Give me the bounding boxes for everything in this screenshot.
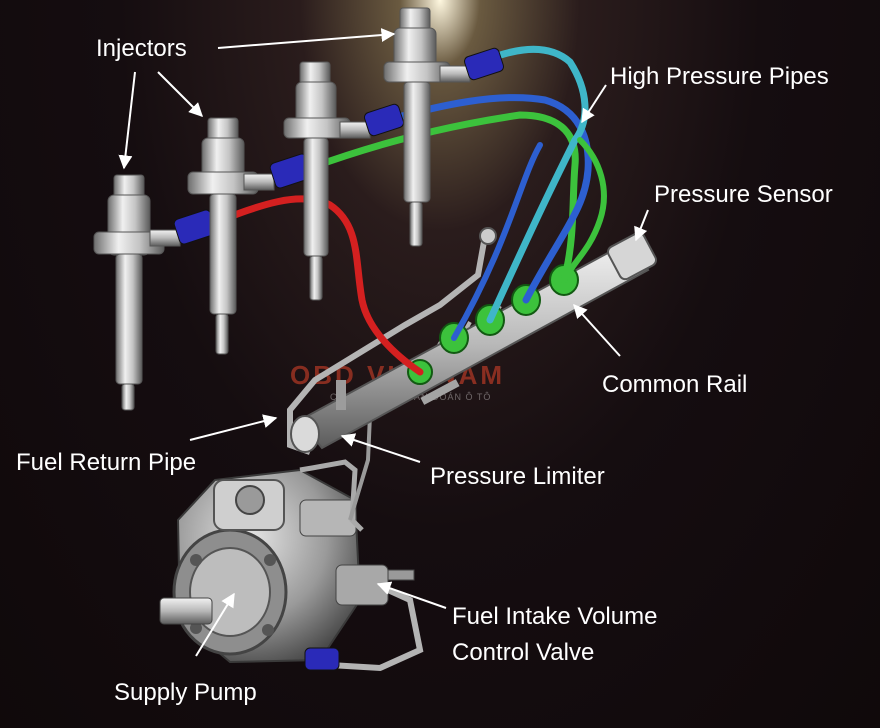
arrow-supply-pump <box>195 592 235 657</box>
injector-1 <box>93 174 217 411</box>
arrow-injectors-left <box>118 71 136 170</box>
label-pressure-limiter: Pressure Limiter <box>430 463 605 490</box>
label-fuel-return-pipe: Fuel Return Pipe <box>16 449 196 476</box>
injector-3 <box>283 61 405 301</box>
common-rail <box>290 231 657 453</box>
label-injectors: Injectors <box>96 35 187 62</box>
label-pressure-sensor: Pressure Sensor <box>654 181 833 208</box>
injector-2 <box>187 117 313 355</box>
injector-4 <box>383 7 505 247</box>
label-high-pressure-pipes: High Pressure Pipes <box>610 63 829 90</box>
arrow-high-pressure-pipes <box>581 84 607 124</box>
supply-pump <box>159 468 415 664</box>
pump-lines <box>299 414 424 672</box>
arrow-injectors-top <box>217 28 396 49</box>
arrow-common-rail <box>573 303 621 357</box>
arrow-pressure-sensor <box>634 209 649 242</box>
arrow-fuel-return-pipe <box>189 414 278 441</box>
arrow-pressure-limiter <box>340 433 421 463</box>
label-common-rail: Common Rail <box>602 371 747 398</box>
arrow-fuel-intake-valve <box>376 581 447 609</box>
labels: Injectors High Pressure Pipes Pressure S… <box>16 35 833 706</box>
arrow-injectors-mid <box>157 71 203 117</box>
label-supply-pump: Supply Pump <box>114 679 257 706</box>
label-fuel-intake-line2: Control Valve <box>452 639 594 666</box>
label-fuel-intake-line1: Fuel Intake Volume <box>452 603 657 630</box>
callout-arrows <box>118 28 649 657</box>
